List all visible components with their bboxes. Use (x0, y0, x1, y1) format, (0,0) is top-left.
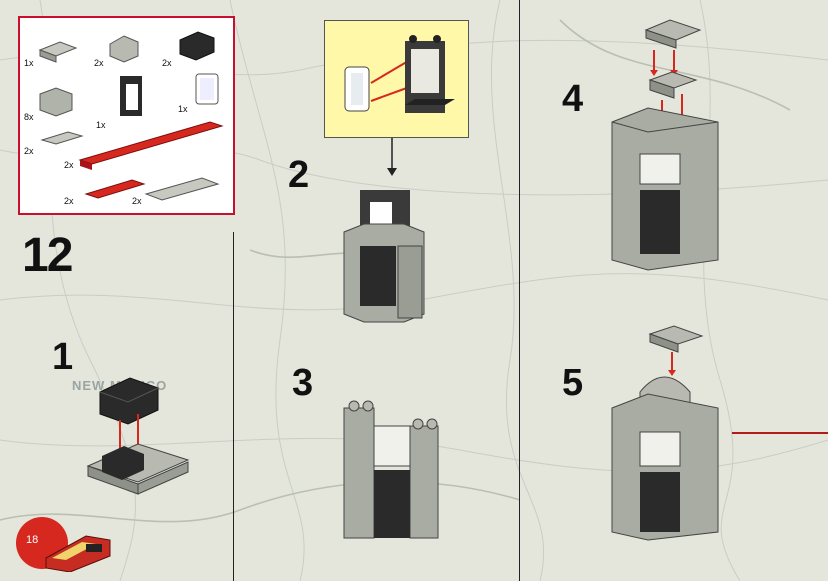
qty-label: 1x (96, 120, 106, 130)
step-number: 2 (288, 154, 310, 196)
qty-label: 2x (162, 58, 172, 68)
grey-plate-large-icon (144, 177, 220, 201)
accent-line (732, 432, 828, 434)
step-3-illustration (343, 400, 439, 539)
window-assembly-illustration (344, 35, 455, 113)
grey-plate-small-icon (40, 131, 84, 145)
black-brick-icon (179, 31, 215, 61)
qty-label: 1x (178, 104, 188, 114)
red-plate-long-icon (78, 121, 224, 170)
step-4-illustration (611, 19, 719, 271)
step-number: 4 (562, 78, 584, 120)
step-2-illustration (343, 190, 425, 323)
qty-label: 1x (24, 58, 34, 68)
step-5-illustration (611, 325, 719, 541)
qty-label: 2x (64, 160, 74, 170)
qty-label: 2x (24, 146, 34, 156)
grey-slope-icon (109, 35, 139, 63)
step-1-illustration (86, 377, 190, 495)
step-number: 5 (562, 362, 584, 404)
grey-brick-icon (39, 87, 73, 117)
callout-pointer (387, 138, 397, 176)
train-icon (45, 535, 111, 572)
parts-illustrations (38, 31, 224, 201)
qty-label: 2x (132, 196, 142, 206)
step-number: 3 (292, 362, 314, 404)
column-divider-left (233, 232, 234, 581)
qty-label: 8x (24, 112, 34, 122)
window-frame-icon (120, 76, 142, 116)
column-divider-right (519, 0, 520, 581)
parts-inventory: 1x 2x 2x 8x 1x 1x 2x 2x 2x 2x (18, 16, 235, 215)
main-step-number: 12 (22, 229, 73, 282)
page-number: 18 (26, 534, 39, 546)
qty-label: 2x (64, 196, 74, 206)
qty-label: 2x (94, 58, 104, 68)
step-number: 1 (52, 336, 74, 378)
grey-plate-icon (38, 41, 78, 63)
red-plate-short-icon (84, 179, 146, 199)
window-pane-icon (195, 73, 219, 105)
sub-assembly-callout (324, 20, 469, 138)
